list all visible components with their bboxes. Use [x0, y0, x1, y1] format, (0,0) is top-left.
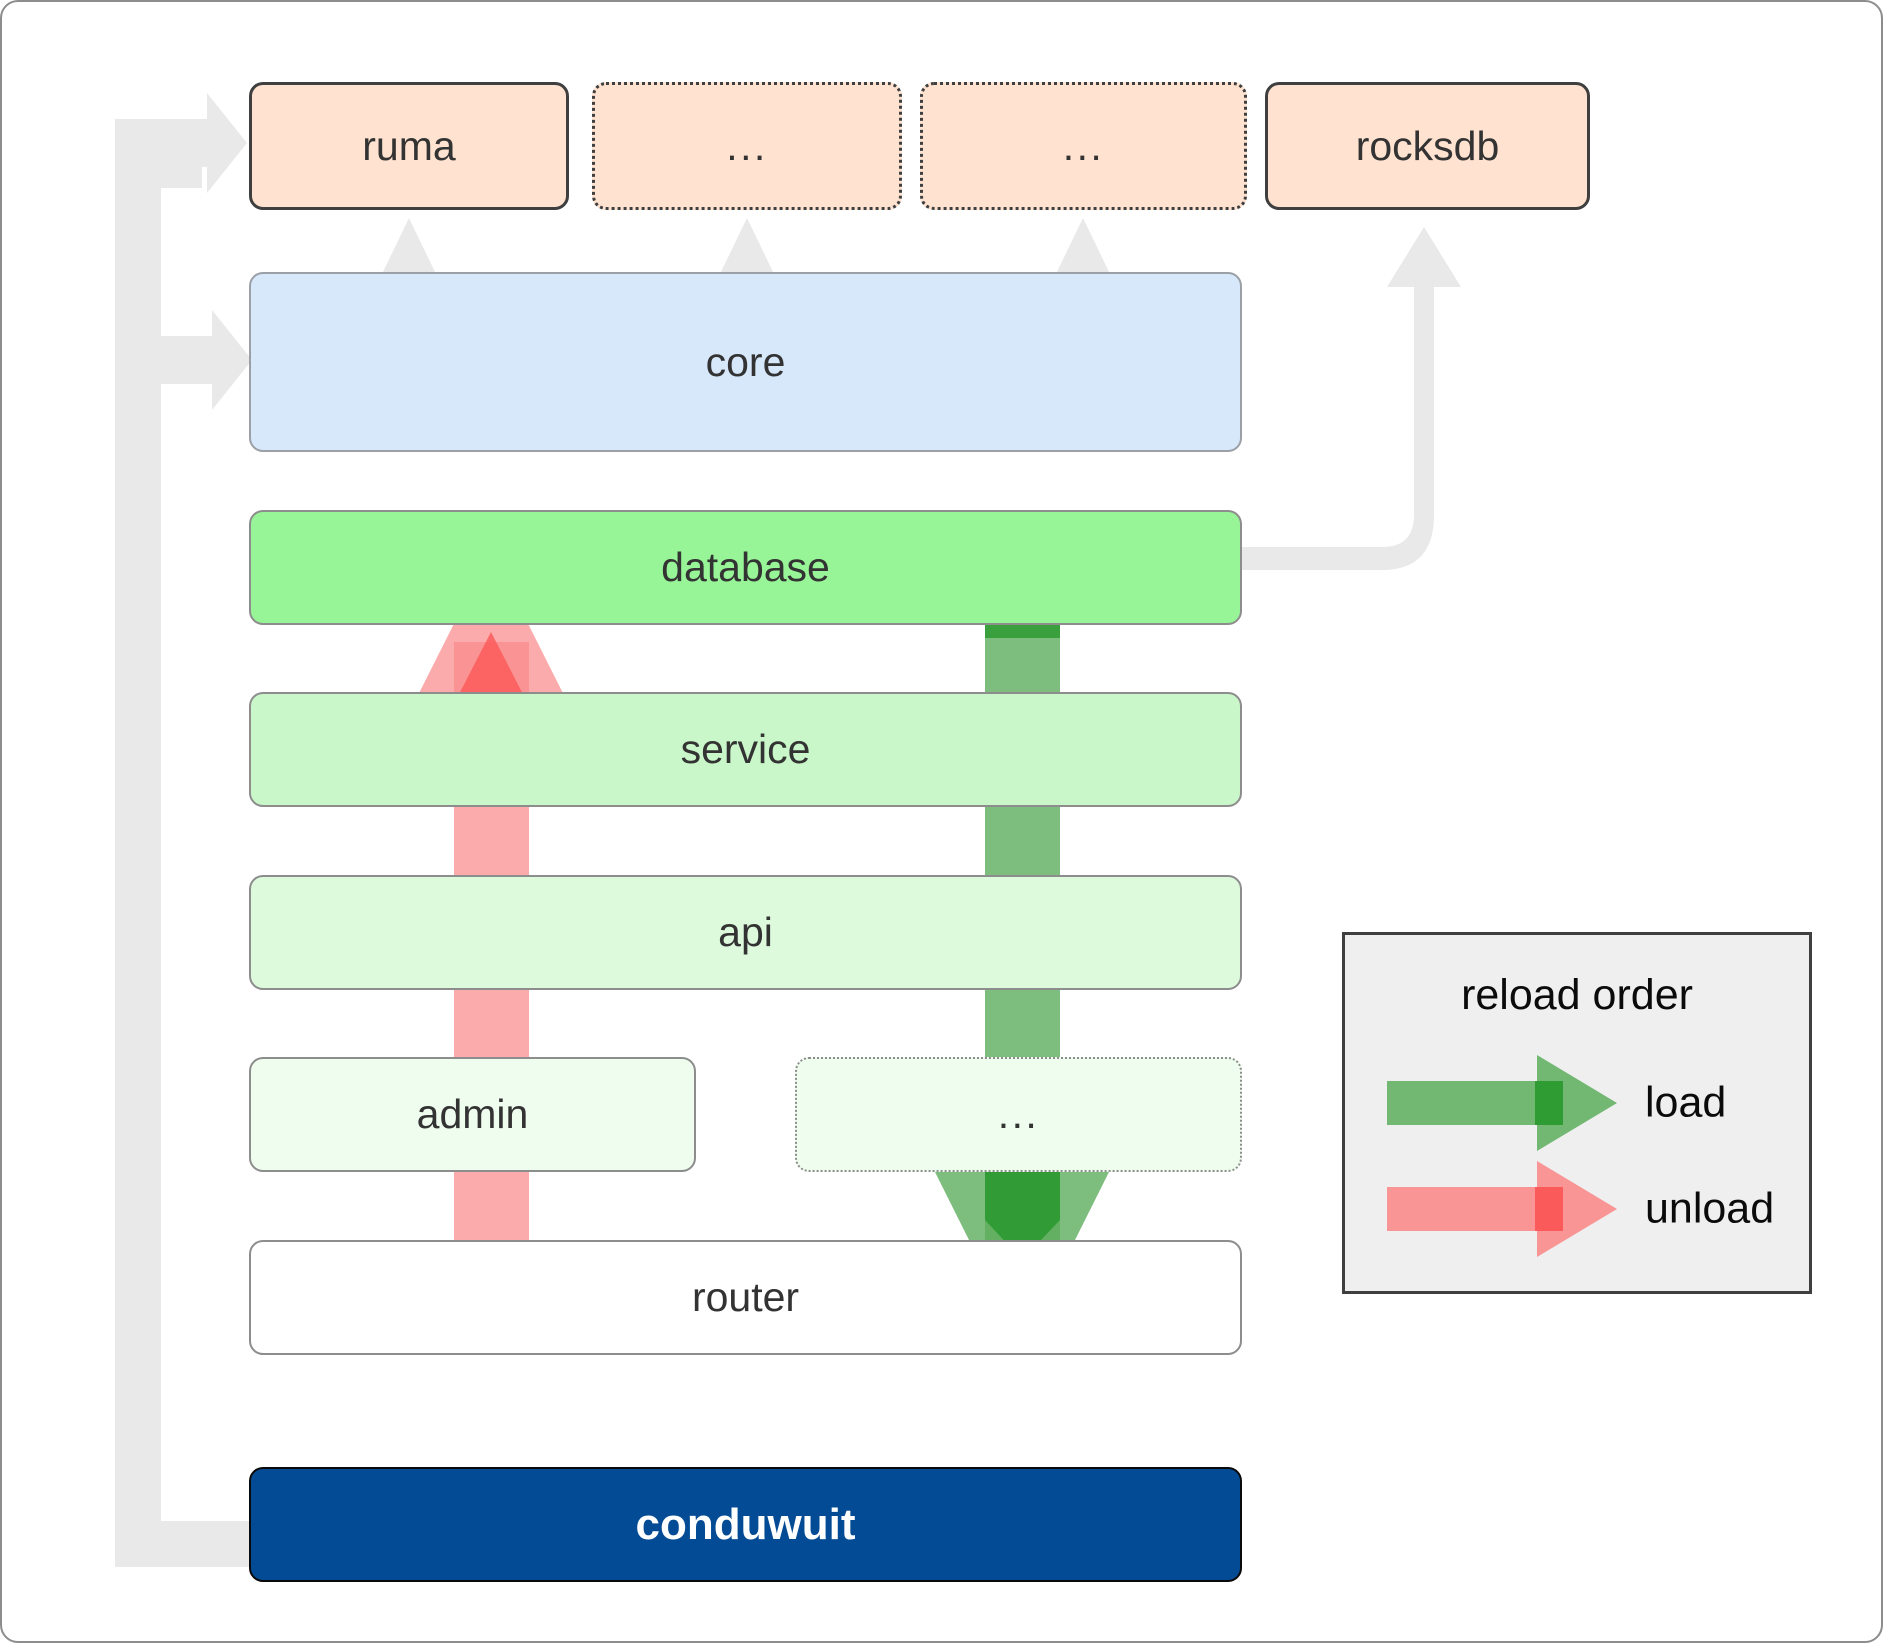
layer-router[interactable]: router: [249, 1240, 1242, 1355]
crate-dots-1[interactable]: ...: [592, 82, 902, 210]
legend-unload-arrow-icon: [1387, 1161, 1617, 1257]
crate-rocksdb-label: rocksdb: [1355, 122, 1500, 169]
legend-load-arrow-icon: [1387, 1055, 1617, 1151]
layer-service-label: service: [680, 726, 811, 772]
crate-ruma-label: ruma: [362, 122, 456, 169]
edge-to-core: [161, 310, 252, 410]
crate-dots-1-label: ...: [726, 122, 768, 169]
crate-dots-2[interactable]: ...: [920, 82, 1247, 210]
layer-core-label: core: [705, 338, 786, 385]
layer-dots-3-label: ...: [997, 1091, 1040, 1137]
root-conduwuit[interactable]: conduwuit: [249, 1467, 1242, 1582]
legend-row-unload: unload: [1345, 1161, 1809, 1257]
arrow-core-to-ruma: [382, 218, 436, 288]
gray-edge-group: [115, 93, 255, 1567]
arrow-core-to-dots2: [1056, 218, 1110, 288]
crate-rocksdb[interactable]: rocksdb: [1265, 82, 1590, 210]
arrow-core-to-dots1: [720, 218, 774, 288]
layer-core[interactable]: core: [249, 272, 1242, 452]
crate-ruma[interactable]: ruma: [249, 82, 569, 210]
layer-api-label: api: [718, 909, 773, 955]
root-conduwuit-label: conduwuit: [635, 1499, 856, 1549]
layer-admin[interactable]: admin: [249, 1057, 696, 1172]
layer-api[interactable]: api: [249, 875, 1242, 990]
legend-title: reload order: [1461, 971, 1693, 1019]
legend-unload-label: unload: [1645, 1184, 1775, 1233]
edge-to-ruma: [115, 93, 247, 193]
load-shaft-inner: [985, 1154, 1060, 1260]
crate-dots-2-label: ...: [1062, 122, 1105, 169]
layer-database[interactable]: database: [249, 510, 1242, 625]
legend-panel: reload order load unload: [1342, 932, 1812, 1294]
layer-dots-3[interactable]: ...: [795, 1057, 1242, 1172]
edge-conduwuit-stub: [115, 1521, 145, 1567]
layer-database-label: database: [661, 544, 830, 590]
layer-admin-label: admin: [416, 1091, 529, 1137]
layer-service[interactable]: service: [249, 692, 1242, 807]
edge-database-to-rocksdb: [1240, 227, 1461, 570]
legend-row-load: load: [1345, 1055, 1809, 1151]
core-to-crate-arrows: [382, 218, 1110, 288]
edge-conduwuit-trunk: [115, 142, 202, 1544]
legend-load-label: load: [1645, 1078, 1727, 1127]
layer-router-label: router: [691, 1274, 800, 1320]
edge-trunk-riser-1: [115, 119, 161, 384]
